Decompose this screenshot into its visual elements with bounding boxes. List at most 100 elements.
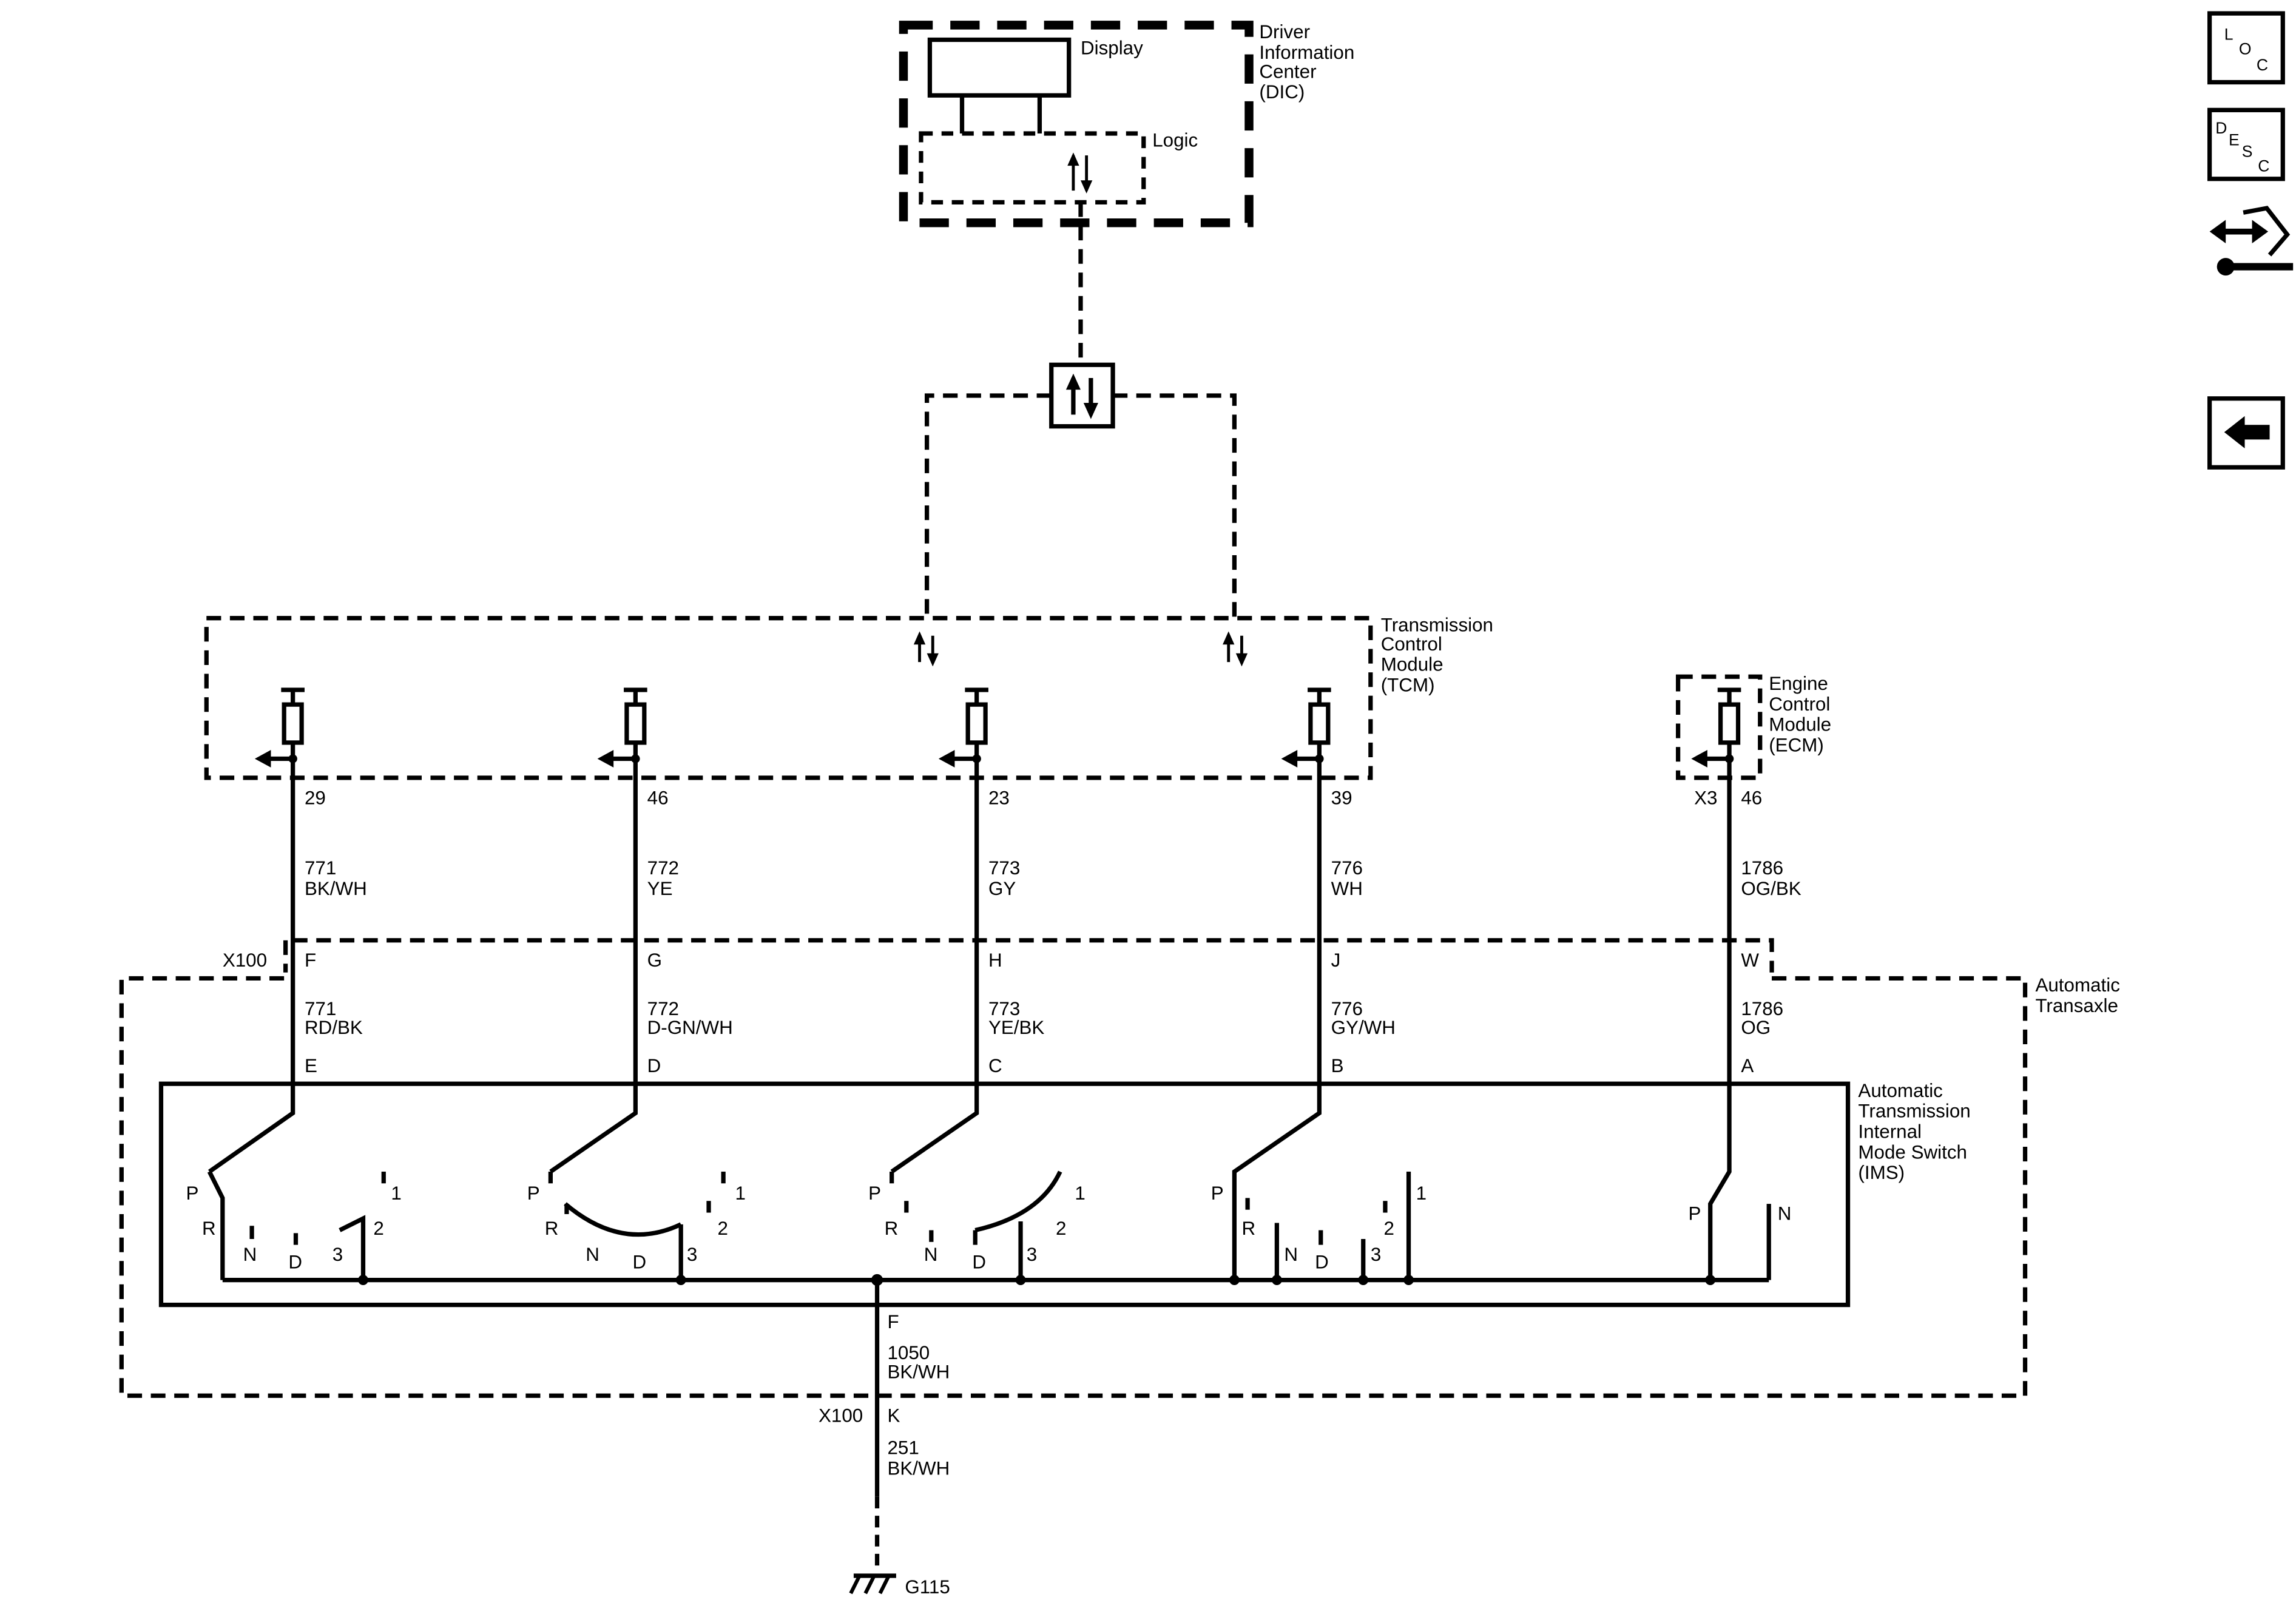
switch2-pos-d: D	[633, 1251, 647, 1272]
module-pin: 23	[988, 787, 1010, 808]
switch2-pos-p: P	[527, 1183, 540, 1204]
pull-up-resistor	[1308, 702, 1331, 745]
circuit-number-top: 773	[988, 857, 1020, 879]
loc-letter-l: L	[2224, 25, 2234, 44]
switch2-pos-1: 1	[735, 1183, 745, 1204]
tcm-name-line-3: Module	[1381, 654, 1443, 675]
desc-letter-d: D	[2215, 119, 2227, 137]
switch1-pos-2: 2	[373, 1218, 383, 1239]
switch3-pos-p: P	[868, 1183, 881, 1204]
ims-switch-contact-5: P N	[1688, 1084, 1792, 1286]
ecm-connector-x3: X3	[1694, 787, 1717, 808]
switch5-pos-n: N	[1778, 1203, 1792, 1224]
input-arrow-icon	[597, 749, 614, 768]
ims-name-line-5: (IMS)	[1858, 1162, 1905, 1183]
module-pin: 46	[1741, 787, 1762, 808]
dic-name-line-4: (DIC)	[1259, 81, 1305, 103]
ground-connector: X100	[819, 1405, 863, 1426]
connector-repair-icon[interactable]	[2209, 206, 2294, 276]
x100-pin: H	[988, 950, 1002, 971]
x100-label: X100	[223, 950, 267, 971]
data-arrow-icon	[913, 631, 939, 667]
dic-name-line-1: Driver	[1259, 21, 1310, 42]
desc-letter-c: C	[2258, 157, 2269, 175]
wire-color-top: WH	[1331, 878, 1363, 899]
ims-pin: E	[305, 1055, 317, 1076]
transaxle-boundary: Automatic Transaxle	[119, 974, 2120, 1398]
ecm-module: Engine Control Module (ECM) X3	[1675, 673, 1831, 808]
circuit-number-bottom: 776	[1331, 998, 1363, 1019]
switch1-pos-d: D	[288, 1251, 302, 1272]
input-arrow-icon	[254, 749, 271, 768]
ground-ims-pin: F	[887, 1311, 899, 1332]
circuit-number-top: 1786	[1741, 857, 1783, 879]
dic-module: Display Logic Driver Information Center …	[899, 21, 1354, 228]
circuits-layer: 29771BK/WHF771RD/BKE46772YEG772D-GN/WHD2…	[254, 687, 1801, 1084]
ims-pin: C	[988, 1055, 1002, 1076]
switch2-pos-2: 2	[718, 1218, 728, 1239]
wire-color-top: YE	[647, 878, 673, 899]
ims-pin: D	[647, 1055, 661, 1076]
data-arrow-icon	[1223, 631, 1248, 667]
ims-name-line-2: Transmission	[1858, 1101, 1970, 1122]
switch1-pos-r: R	[202, 1218, 216, 1239]
switch3-pos-n: N	[924, 1244, 938, 1265]
ground-circuit-2: 251	[887, 1437, 919, 1459]
ecm-name-line-1: Engine	[1769, 673, 1828, 694]
loc-letter-o: O	[2239, 40, 2252, 58]
ims-switch-contact-3: P R N D 3 2 1	[868, 1084, 1086, 1286]
switch3-pos-2: 2	[1056, 1218, 1066, 1239]
circuit-number-top: 772	[647, 857, 679, 879]
circuit-number-bottom: 773	[988, 998, 1020, 1019]
loc-button[interactable]: L O C	[2207, 11, 2285, 85]
switch2-pos-3: 3	[687, 1244, 697, 1265]
ims-switch-contact-4: P R N D 3 2 1	[1211, 1084, 1427, 1286]
ground-icon	[849, 1573, 896, 1595]
switch4-pos-1: 1	[1416, 1183, 1427, 1204]
dic-display-label: Display	[1081, 38, 1143, 59]
wire-color-top: BK/WH	[305, 878, 367, 899]
pull-up-resistor	[624, 702, 647, 745]
module-pin: 39	[1331, 787, 1352, 808]
switch2-pos-r: R	[545, 1218, 559, 1239]
tcm-name-line-1: Transmission	[1381, 614, 1493, 635]
switch3-pos-d: D	[972, 1251, 986, 1272]
switch5-pos-p: P	[1688, 1203, 1701, 1224]
input-arrow-icon	[1281, 749, 1298, 768]
transaxle-name-line-1: Automatic	[2035, 974, 2119, 996]
switch4-pos-2: 2	[1384, 1218, 1394, 1239]
tcm-module: Transmission Control Module (TCM)	[204, 614, 1493, 780]
circuit-number-top: 771	[305, 857, 336, 879]
switch4-pos-3: 3	[1371, 1244, 1381, 1265]
ims-name-line-1: Automatic	[1858, 1080, 1942, 1101]
switch4-pos-p: P	[1211, 1183, 1224, 1204]
serial-data-bus	[924, 202, 1237, 621]
wire-color-bottom: OG	[1741, 1017, 1771, 1038]
switch3-pos-3: 3	[1027, 1244, 1037, 1265]
ground-color-2: BK/WH	[887, 1458, 950, 1479]
loc-letter-c: C	[2257, 56, 2268, 74]
tcm-name-line-2: Control	[1381, 633, 1442, 655]
switch1-pos-3: 3	[333, 1244, 343, 1265]
ims-pin: B	[1331, 1055, 1344, 1076]
x100-pin: F	[305, 950, 316, 971]
ims-pin: A	[1741, 1055, 1754, 1076]
wire-color-top: GY	[988, 878, 1016, 899]
back-button[interactable]	[2207, 396, 2285, 470]
switch1-pos-1: 1	[391, 1183, 401, 1204]
ground-id: G115	[905, 1576, 950, 1598]
x100-pin: W	[1741, 950, 1759, 971]
switch2-pos-n: N	[586, 1244, 599, 1265]
ecm-name-line-4: (ECM)	[1769, 734, 1824, 755]
ground-x100-pin: K	[887, 1405, 900, 1426]
desc-button[interactable]: D E S C	[2207, 107, 2285, 181]
ground-circuit: F 1050 BK/WH X100 K 251 BK/WH G115	[819, 1280, 950, 1598]
wire-color-bottom: D-GN/WH	[647, 1017, 733, 1038]
back-arrow-icon	[2224, 416, 2270, 448]
input-arrow-icon	[1691, 749, 1707, 768]
ecm-name-line-2: Control	[1769, 694, 1830, 715]
